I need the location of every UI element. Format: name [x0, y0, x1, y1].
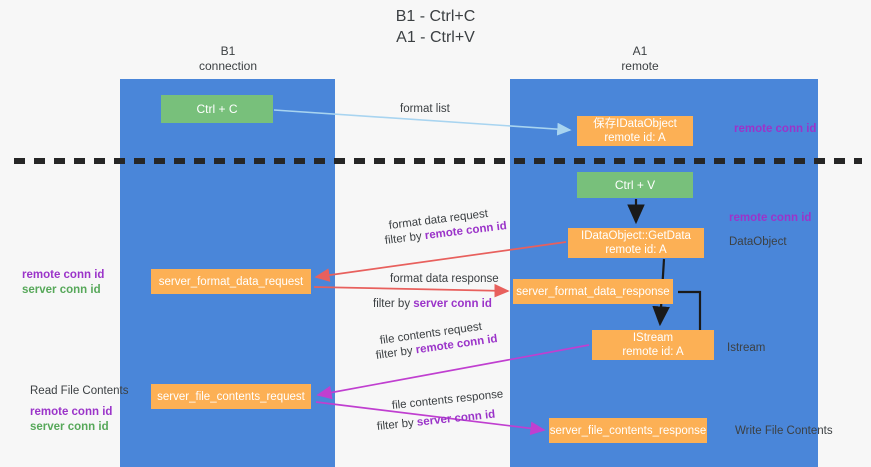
node-server-format-data-response[interactable]: server_format_data_response: [513, 279, 673, 304]
node-save-idataobject-line2: remote id: A: [604, 132, 666, 144]
node-server-file-contents-request[interactable]: server_file_contents_request: [151, 384, 311, 409]
filter-prefix: filter by: [384, 230, 426, 247]
node-save-idataobject-line1: 保存IDataObject: [593, 118, 677, 130]
node-server-file-contents-response[interactable]: server_file_contents_response: [549, 418, 707, 443]
filter-prefix: filter by: [376, 416, 418, 433]
arrow-format-data-response: [313, 283, 510, 298]
node-server-file-contents-request-label: server_file_contents_request: [157, 390, 305, 403]
node-server-format-data-request-label: server_format_data_request: [158, 275, 304, 288]
annotation-left-remote-conn-id-1: remote conn id: [22, 269, 105, 281]
annotation-left-remote-conn-id-2: remote conn id: [30, 406, 113, 418]
node-ctrl-v-label: Ctrl + V: [614, 178, 656, 192]
edge-label-format-data-response: format data response: [390, 273, 499, 285]
annotation-left-conn-ids-2: Read File Contents remote conn id server…: [30, 384, 128, 435]
filter-prefix: filter by: [375, 344, 417, 362]
title-line-1: B1 - Ctrl+C: [395, 8, 476, 25]
filter-key-server-conn-id: server conn id: [416, 408, 496, 429]
swimlane-a1-sub: remote: [621, 59, 659, 73]
swimlane-b1-name: B1: [220, 44, 236, 58]
filter-key-server-conn-id: server conn id: [413, 298, 492, 310]
node-getdata-line1: IDataObject::GetData: [581, 230, 691, 242]
diagram-title: B1 - Ctrl+C A1 - Ctrl+V: [0, 6, 871, 48]
node-ctrl-v[interactable]: Ctrl + V: [577, 172, 693, 198]
annotation-left-conn-ids-1: remote conn id server conn id: [22, 268, 104, 298]
node-istream-line1: IStream: [632, 332, 674, 344]
annotation-write-file-contents: Write File Contents: [735, 425, 833, 437]
annotation-remote-conn-id-mid: remote conn id: [729, 212, 812, 224]
node-server-file-contents-response-label: server_file_contents_response: [549, 424, 707, 437]
annotation-left-server-conn-id-2: server conn id: [30, 421, 109, 433]
node-server-format-data-response-label: server_format_data_response: [516, 285, 670, 298]
swimlane-b1-header: B1 connection: [150, 44, 306, 74]
swimlane-b1-sub: connection: [198, 59, 258, 73]
annotation-left-server-conn-id-1: server conn id: [22, 284, 101, 296]
annotation-remote-conn-id-top: remote conn id: [734, 123, 817, 135]
node-istream[interactable]: IStream remote id: A: [592, 330, 714, 360]
node-save-idataobject[interactable]: 保存IDataObject remote id: A: [577, 116, 693, 146]
node-getdata-line2: remote id: A: [605, 244, 667, 256]
edge-label-format-data-response-filter: filter by server conn id: [373, 297, 492, 312]
swimlane-a1-name: A1: [632, 44, 648, 58]
edge-label-format-list: format list: [400, 103, 450, 115]
node-istream-line2: remote id: A: [622, 346, 684, 358]
annotation-dataobject: DataObject: [729, 236, 787, 248]
node-ctrl-c-label: Ctrl + C: [196, 102, 238, 116]
node-ctrl-c[interactable]: Ctrl + C: [161, 95, 273, 123]
filter-prefix: filter by: [373, 298, 414, 310]
annotation-istream: Istream: [727, 342, 766, 354]
node-server-format-data-request[interactable]: server_format_data_request: [151, 269, 311, 294]
annotation-read-file-contents: Read File Contents: [30, 385, 129, 397]
title-line-2: A1 - Ctrl+V: [396, 29, 475, 46]
swimlane-a1-header: A1 remote: [560, 44, 720, 74]
node-idataobject-getdata[interactable]: IDataObject::GetData remote id: A: [568, 228, 704, 258]
